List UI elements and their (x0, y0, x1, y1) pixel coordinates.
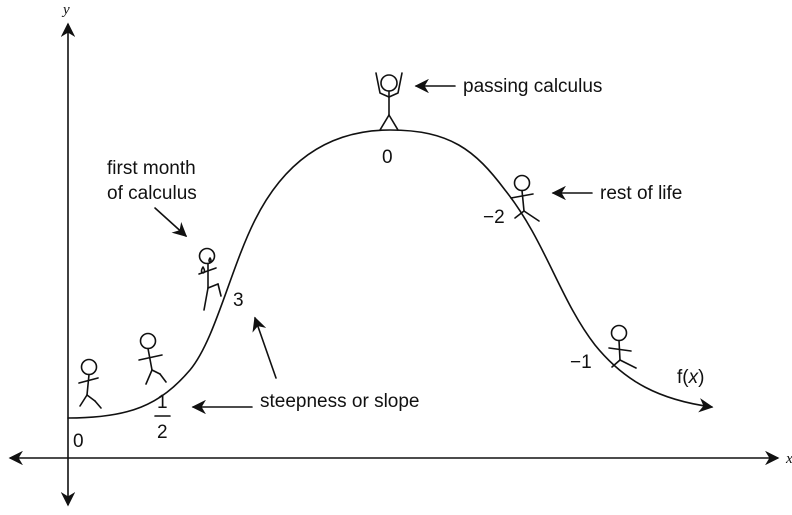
callout-first-month-line1: first month (107, 158, 196, 179)
stick-figure-sliding (609, 326, 636, 369)
callout-passing: passing calculus (463, 76, 602, 97)
callout-steepness: steepness or slope (260, 391, 420, 412)
callout-rest-of-life: rest of life (600, 183, 682, 204)
slope-label-half-denominator: 2 (157, 422, 168, 443)
arrow-steepness-to-steep (255, 318, 276, 378)
slope-label-steep: 3 (233, 290, 244, 311)
slope-label-half-numerator: 1 (157, 392, 168, 413)
stick-figure-top (376, 73, 402, 130)
slope-label-end: −1 (570, 352, 592, 373)
curve-label: f(x) (677, 367, 704, 388)
stick-figure-start (79, 360, 101, 409)
slope-label-descent: −2 (483, 207, 505, 228)
stick-figure-climbing (199, 249, 221, 311)
stick-figure-descending (511, 176, 539, 222)
y-axis-label: y (61, 2, 70, 18)
stick-figure-walking (139, 334, 166, 385)
x-axis-label: x (785, 451, 792, 467)
slope-label-start: 0 (73, 431, 84, 452)
callout-first-month-line2: of calculus (107, 183, 197, 204)
slope-label-top: 0 (382, 147, 393, 168)
arrow-first-month (155, 208, 186, 236)
